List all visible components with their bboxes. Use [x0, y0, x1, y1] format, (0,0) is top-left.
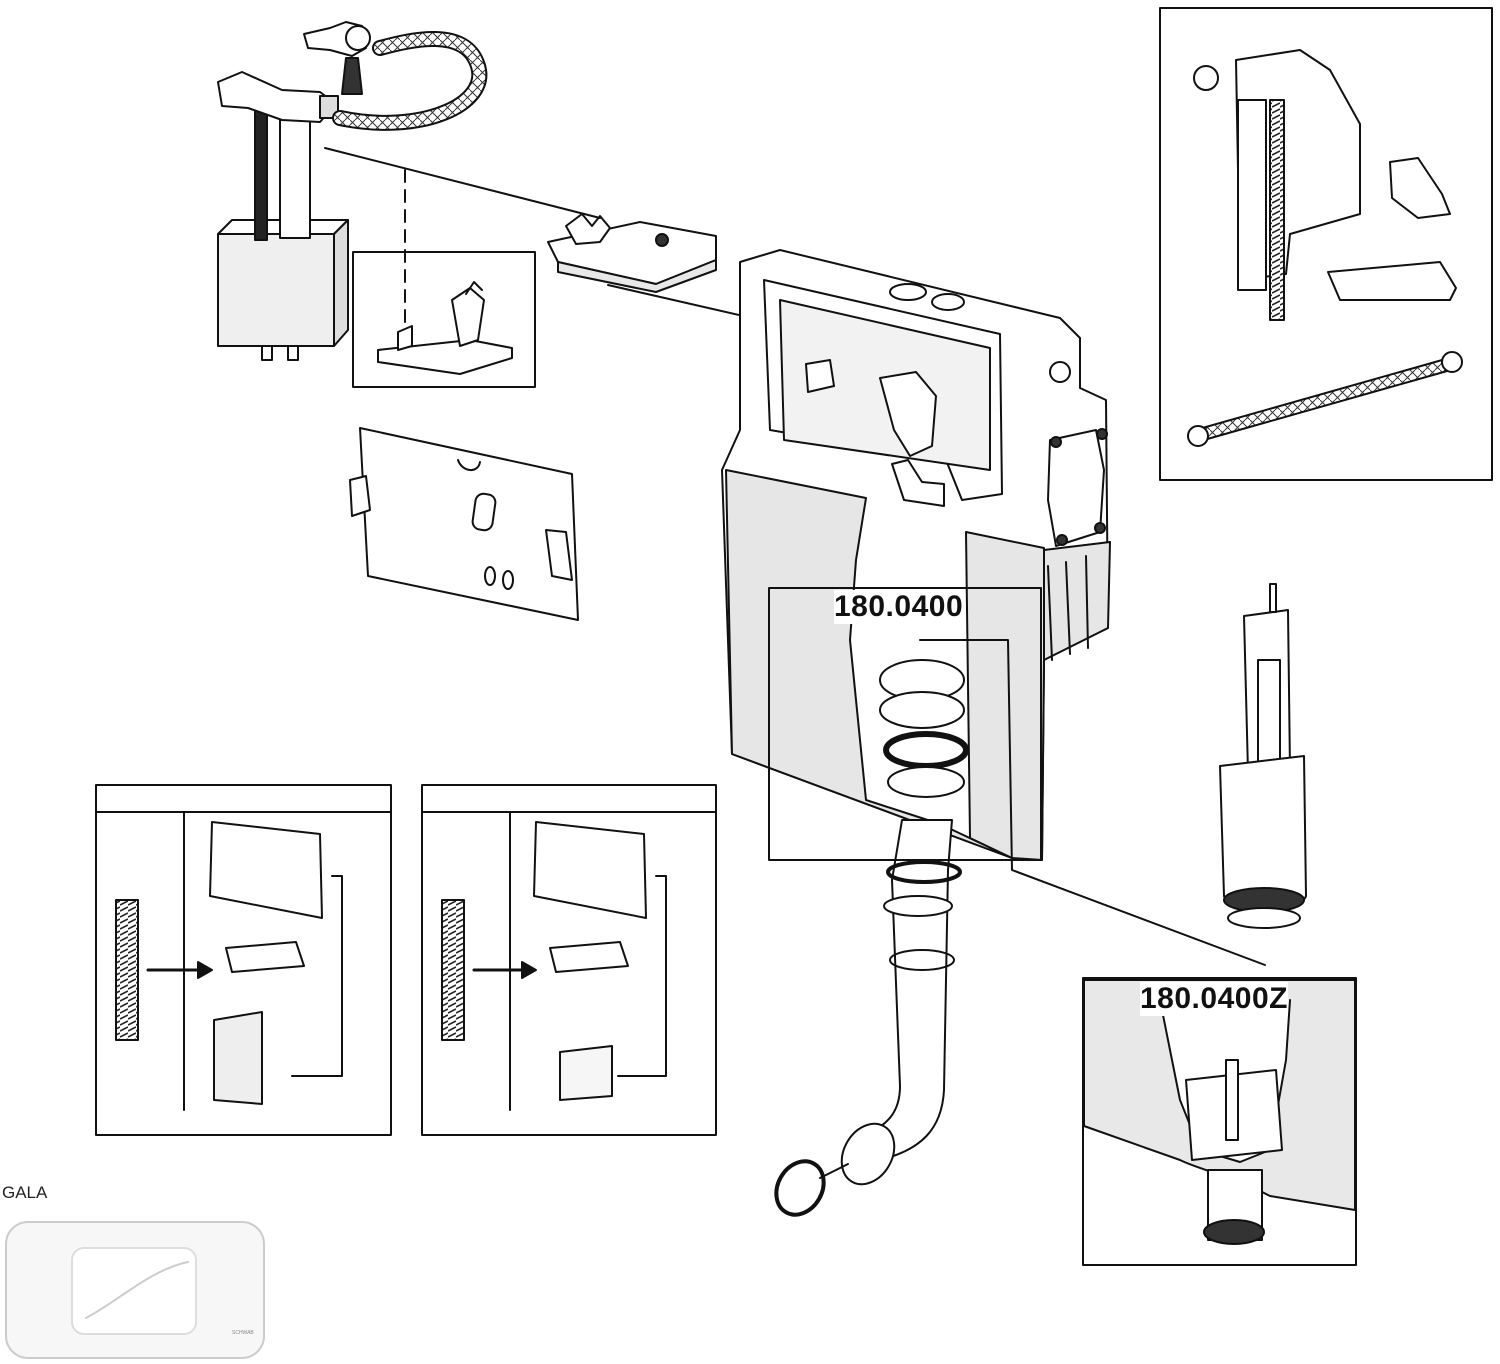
flush-valve [1219, 583, 1307, 929]
fill-valve-assembly [217, 71, 349, 361]
callout-frame-main [768, 587, 1042, 861]
spare-parts-inset [1159, 7, 1493, 481]
braided-supply-hose [303, 21, 488, 131]
zoom-detail-box [1082, 977, 1357, 1266]
flush-plate-brand: SCHWAB [232, 1330, 254, 1336]
inlet-bracket [547, 213, 717, 293]
part-number-main: 180.0400 [834, 590, 964, 624]
part-number-zoom: 180.0400Z [1140, 982, 1288, 1016]
fill-valve-float [217, 233, 335, 347]
retrofit-instruction-panel-2 [421, 784, 717, 1136]
gala-flush-plate [5, 1221, 265, 1359]
front-mounting-plate [349, 427, 579, 621]
concealed-cistern [721, 249, 1111, 861]
flush-pipe [774, 819, 962, 1217]
mounting-bracket-detail [377, 281, 513, 375]
retrofit-instruction-panel-1 [95, 784, 392, 1136]
flush-plate-label: GALA [2, 1183, 48, 1202]
